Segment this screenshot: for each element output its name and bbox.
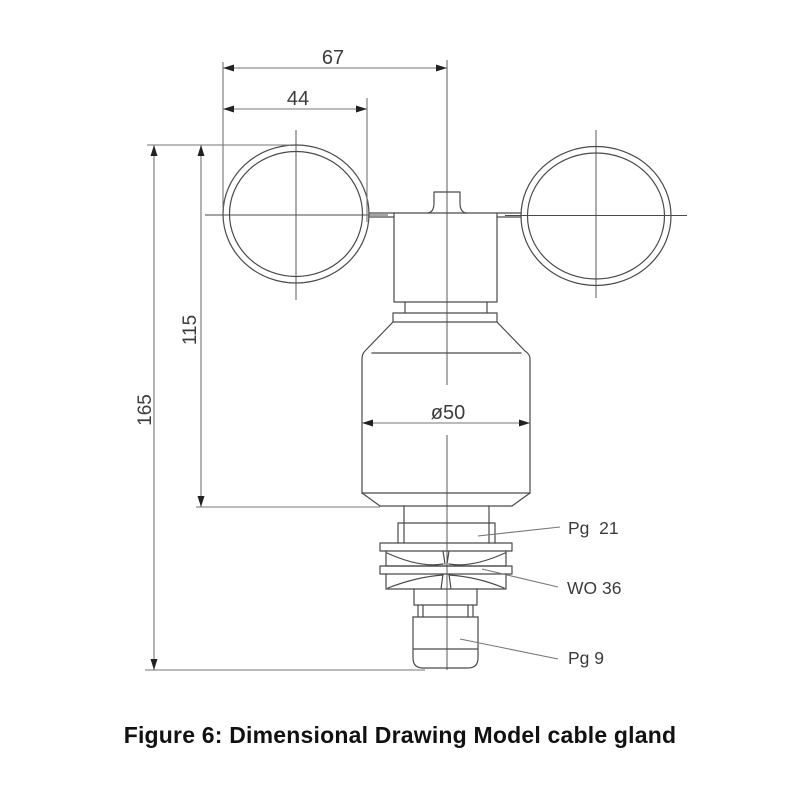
washer-middle [379,565,513,575]
cup-arms [368,212,522,218]
dimension-165-value: 165 [135,394,156,426]
arrow-down-icon [197,496,205,507]
figure-caption: Figure 6: Dimensional Drawing Model cabl… [123,722,677,748]
leader-line [477,526,561,537]
rotor-housing [393,191,498,303]
dimension-115: 115 [180,145,380,508]
dimension-44-value: 44 [287,88,309,110]
cup-left-centerline [205,130,388,300]
lock-nuts-wo36 [379,542,513,590]
label-wo36: WO 36 [481,568,621,598]
body-bottom-taper [361,492,531,507]
body-shoulders [361,321,531,494]
thread-neck [397,505,496,544]
dimension-115-value: 115 [180,315,201,345]
arrow-up-icon [197,145,205,156]
gland-body [412,616,479,669]
leader-line [459,638,559,660]
label-pg9-text: Pg 9 [568,648,604,668]
dimension-115-lines [196,145,380,508]
rotor-housing-body [393,212,498,303]
arrow-up-icon [150,145,158,156]
dimension-67: 67 [222,47,447,207]
label-pg21-text: Pg 21 [568,518,619,538]
arrow-right-icon [519,419,530,427]
leader-line [481,568,559,588]
gland-stem [412,588,479,618]
cup-right [520,145,672,287]
cup-left [222,144,370,284]
mounting-thread-pg21 [397,505,496,544]
sensor-body [361,321,531,507]
arrow-right-icon [436,64,447,72]
cup-left-outer-rim [222,144,370,284]
dimension-diameter-50: ø50 [362,402,530,427]
arrow-left-icon [223,105,234,113]
cup-right-centerline [505,130,687,298]
arrow-down-icon [150,659,158,670]
dimension-44-lines [223,98,368,222]
label-wo36-text: WO 36 [567,578,621,598]
dimension-165: 165 [135,144,425,671]
arrow-left-icon [223,64,234,72]
arrow-right-icon [356,105,367,113]
dimension-165-lines [145,144,425,671]
cup-left-inner-rim [228,150,364,278]
label-pg9: Pg 9 [459,638,604,668]
label-pg21: Pg 21 [477,518,619,538]
nut-upper [385,550,507,567]
dimension-50-value: ø50 [431,402,465,424]
rotor-shaft-cap [427,191,467,214]
dimension-67-lines [222,62,447,207]
arrow-left-icon [362,419,373,427]
cable-gland-pg9 [412,588,479,669]
nut-lower [385,573,507,590]
cup-right-outer-rim [520,145,672,287]
washer-top [379,542,513,552]
cup-right-inner-rim [526,152,666,280]
dimension-44: 44 [223,88,368,222]
dimension-67-value: 67 [322,47,344,69]
neck-collar [392,301,498,323]
centerlines [205,60,687,670]
